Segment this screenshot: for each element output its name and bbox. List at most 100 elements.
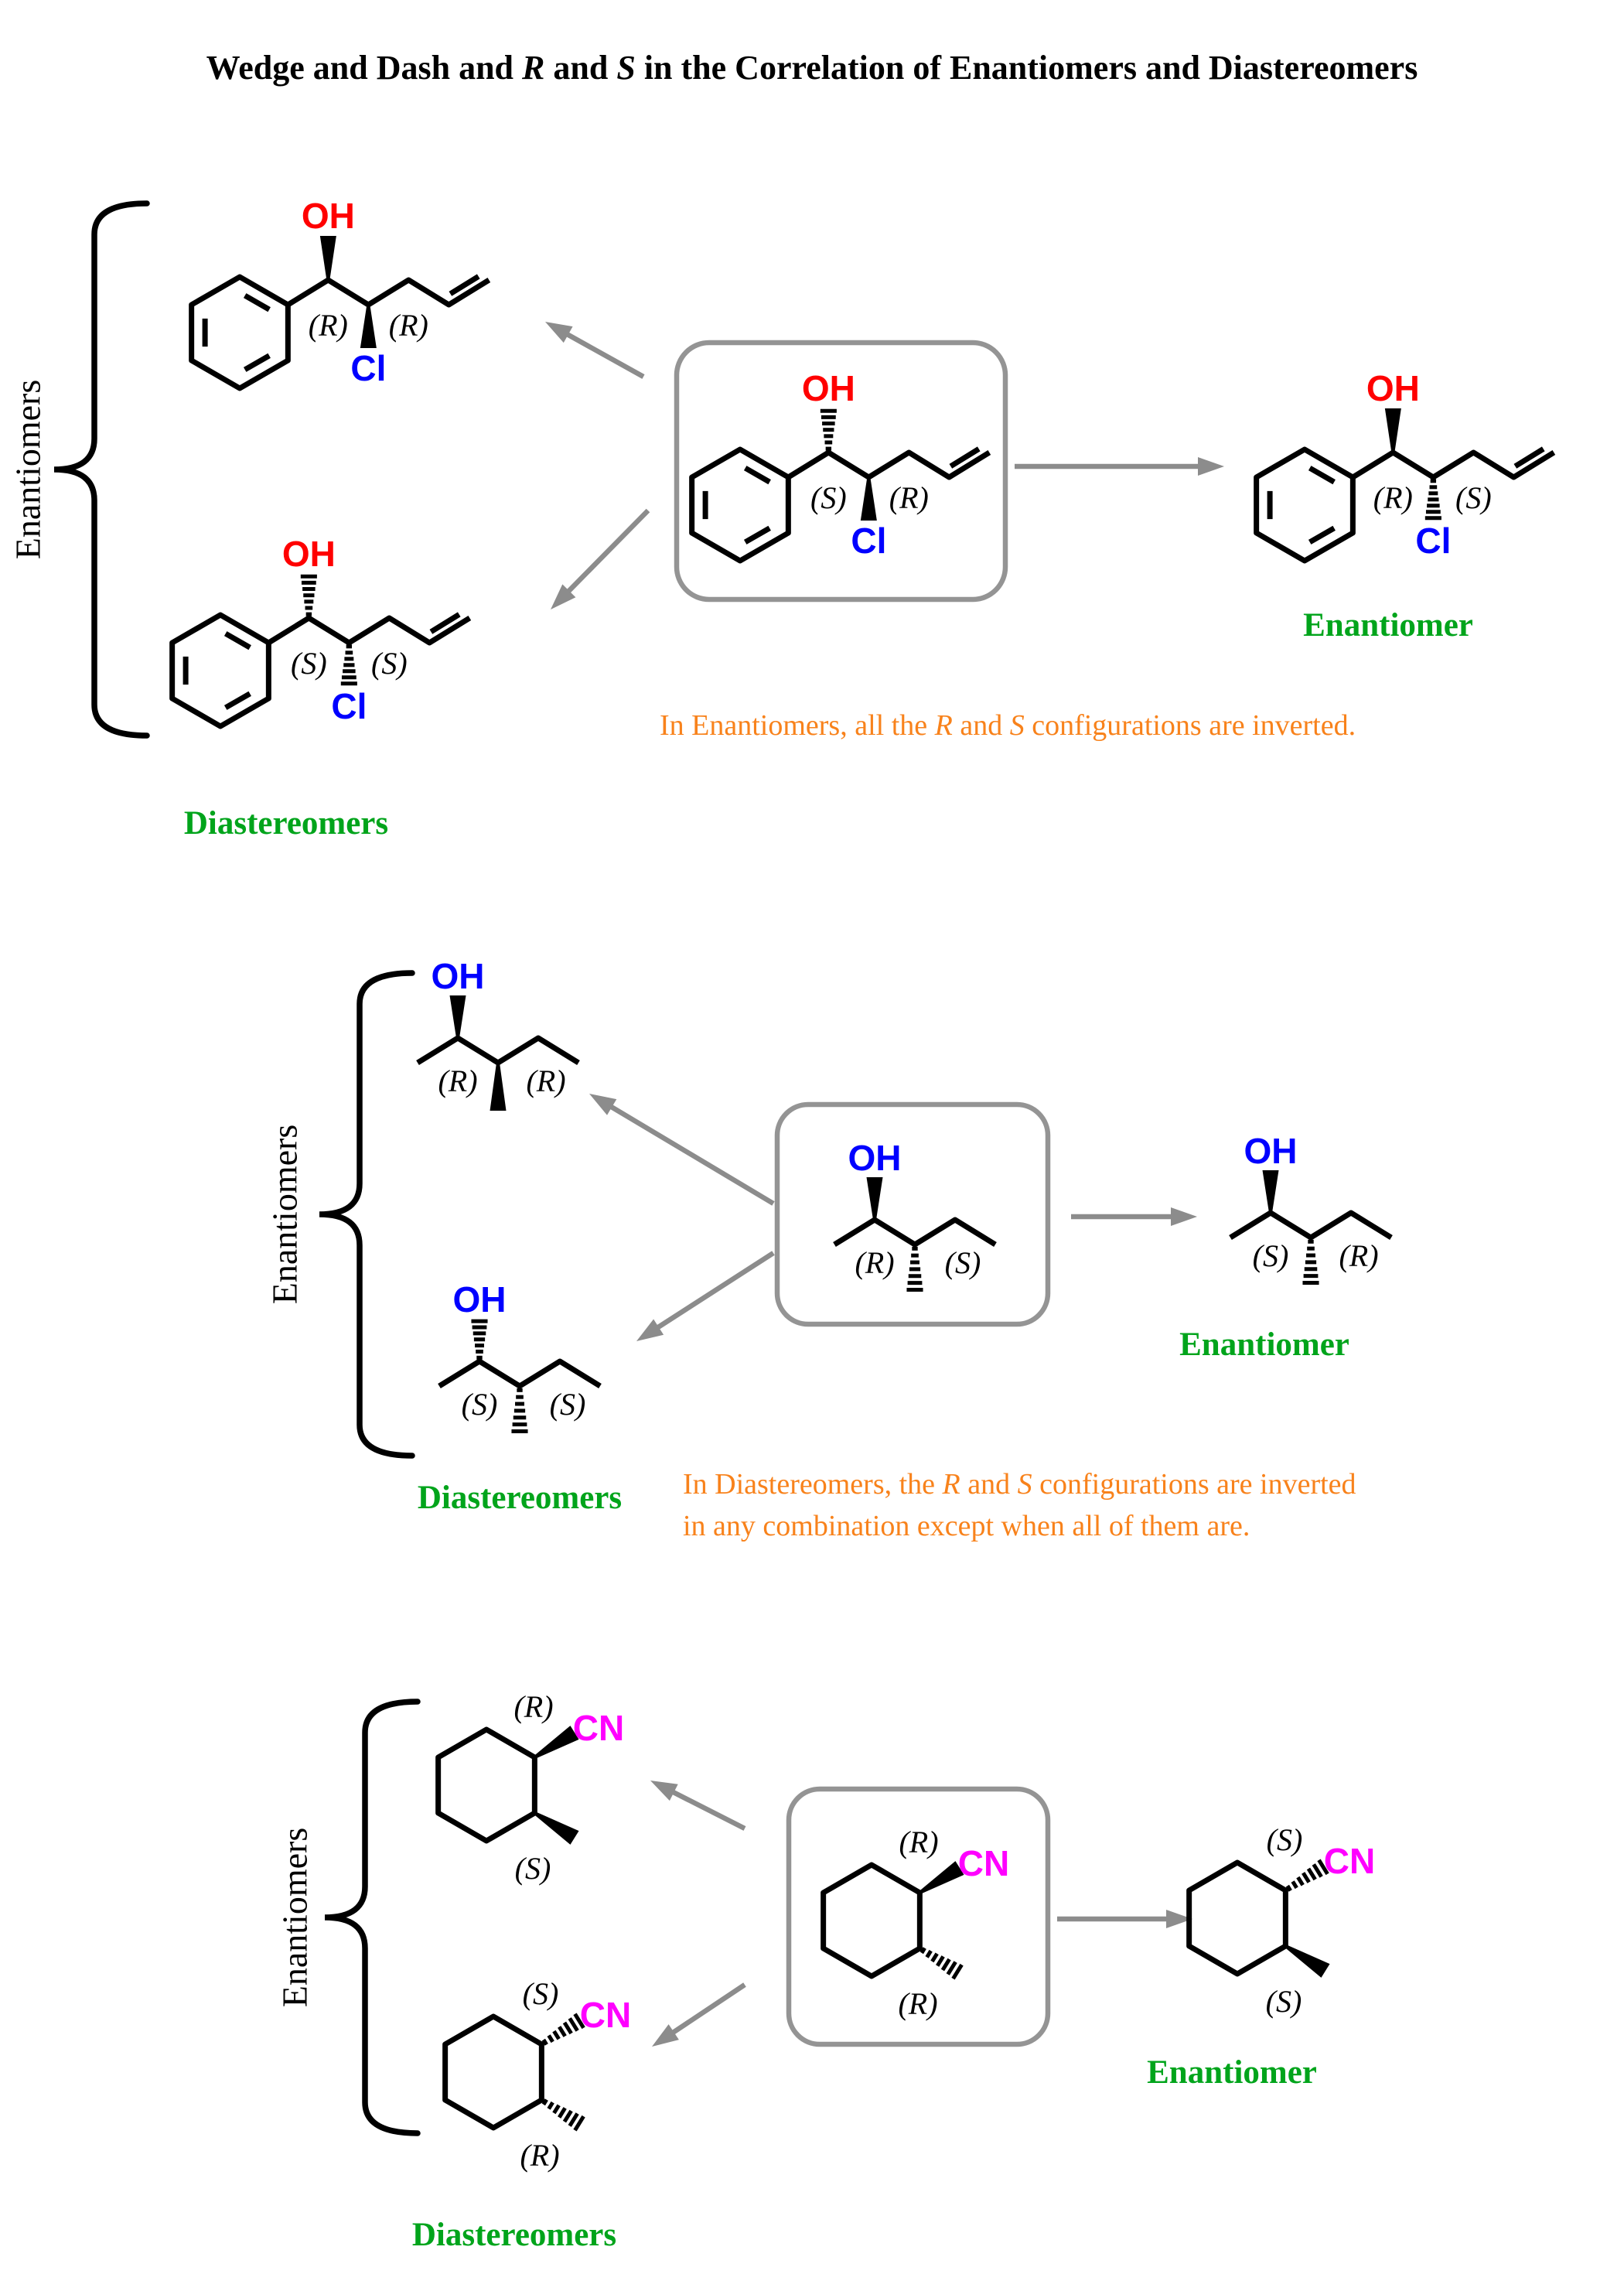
arrow-bottom-right <box>1057 1910 1192 1928</box>
stereo-label-left: (R) <box>438 1064 477 1098</box>
hashed-wedge <box>1424 479 1441 521</box>
aromatic-inner-bond <box>743 466 771 485</box>
hashed-wedge <box>1285 1859 1329 1892</box>
molecule-bottom-diastereomer-b: CN(S)(R) <box>442 1976 631 2173</box>
hashed-wedge <box>541 2098 585 2132</box>
molecule-middle-enantiomer: OH (S) (R) <box>1229 1131 1393 1285</box>
stereo-label-right: (R) <box>1339 1238 1378 1273</box>
enantiomer-label-top: Enantiomer <box>1303 607 1473 644</box>
arrow-middle-lower-left <box>636 1251 775 1341</box>
side-label-enantiomers-middle: Enantiomers <box>264 1124 305 1305</box>
enantiomers-brace-bottom <box>324 1699 421 2136</box>
stereo-label-bottom: (R) <box>898 1986 937 2021</box>
cyclohexane-ring <box>435 1726 537 1844</box>
cyclohexane-ring <box>821 1862 923 1979</box>
carbon-chain <box>1351 449 1556 480</box>
arrow-top-right <box>1015 457 1224 476</box>
stereo-label-right: (S) <box>371 646 408 681</box>
vinyl-double-bond <box>449 274 480 296</box>
note-enantiomers: In Enantiomers, all the R and S configur… <box>660 709 1356 742</box>
stereo-label-left: (S) <box>810 480 847 515</box>
note-diastereomers: In Diastereomers, the R and S configurat… <box>683 1468 1356 1542</box>
aromatic-inner-bond <box>1308 466 1336 485</box>
stereo-label-right: (R) <box>526 1064 565 1098</box>
aromatic-inner-bond <box>1308 525 1336 545</box>
parent-box-bottom <box>786 1786 1051 2047</box>
bold-wedge <box>1384 408 1401 452</box>
stereo-label-left: (R) <box>855 1245 894 1280</box>
cyclohexane-ring <box>1186 1859 1288 1977</box>
stereo-label-top: (R) <box>899 1825 938 1859</box>
stereo-label-right: (S) <box>550 1387 586 1422</box>
enantiomers-brace-middle <box>319 970 415 1459</box>
stereo-label-right: (R) <box>389 308 428 343</box>
cn-label: CN <box>958 1843 1009 1883</box>
side-label-enantiomers-top: Enantiomers <box>8 379 48 560</box>
stereo-label-left: (S) <box>291 646 327 681</box>
stereo-label-right: (S) <box>1455 480 1492 515</box>
molecule-middle-parent: OH(R)(S) <box>833 1138 997 1292</box>
stereo-label-right: (R) <box>889 480 929 515</box>
arrow-middle-right <box>1071 1207 1197 1226</box>
hashed-wedge <box>1302 1239 1319 1285</box>
carbon-chain <box>267 615 472 646</box>
stereo-label-left: (S) <box>462 1387 498 1422</box>
stereo-label-bottom: (S) <box>515 1851 551 1886</box>
cyclohexane-ring <box>442 2013 544 2131</box>
bold-wedge <box>534 1726 579 1759</box>
bold-wedge <box>1285 1945 1330 1978</box>
molecule-middle-diastereomer-a: OH (R) (R) <box>416 956 580 1111</box>
diastereomers-label-bottom: Diastereomers <box>411 2217 617 2253</box>
vinyl-double-bond <box>1513 446 1545 469</box>
enantiomer-label-middle: Enantiomer <box>1179 1326 1349 1363</box>
vinyl-double-bond <box>429 612 461 634</box>
stereo-label-left: (R) <box>309 308 348 343</box>
aromatic-inner-bond <box>223 631 251 650</box>
bold-wedge <box>490 1063 507 1111</box>
molecule-top-diastereomer-b: OH Cl(S) (S) <box>169 534 472 729</box>
arrow-bottom-upper-left <box>650 1781 746 1831</box>
molecule-bottom-enantiomer: CN(S)(S) <box>1186 1822 1375 2019</box>
diastereomers-label-middle: Diastereomers <box>417 1480 623 1516</box>
parent-box-top <box>674 340 1008 603</box>
enantiomers-brace-top <box>53 200 150 739</box>
bold-wedge <box>360 305 377 348</box>
carbon-chain <box>438 1358 602 1389</box>
bold-wedge <box>1262 1170 1279 1213</box>
stereo-label-bottom: (S) <box>1266 1984 1302 2019</box>
vinyl-double-bond <box>949 446 981 469</box>
stereo-label-left: (R) <box>1373 480 1413 515</box>
bold-wedge <box>866 1177 883 1220</box>
stereo-label-top: (R) <box>513 1689 553 1724</box>
bold-wedge <box>860 477 877 521</box>
bold-wedge <box>319 236 336 280</box>
oh-label: OH <box>432 956 485 996</box>
arrow-bottom-lower-left <box>652 1982 746 2047</box>
cl-label: Cl <box>350 348 386 388</box>
oh-label: OH <box>848 1138 902 1178</box>
oh-label: OH <box>1244 1131 1298 1171</box>
aromatic-inner-bond <box>243 353 271 372</box>
enantiomer-label-bottom: Enantiomer <box>1147 2054 1317 2091</box>
hashed-wedge <box>511 1388 528 1433</box>
molecule-middle-diastereomer-b: OH(S)(S) <box>438 1279 602 1433</box>
page-title: Wedge and Dash and R and S in the Correl… <box>206 49 1418 87</box>
carbon-chain <box>416 1035 580 1066</box>
aromatic-inner-bond <box>243 293 271 312</box>
stereo-label-left: (S) <box>1253 1238 1289 1273</box>
bold-wedge <box>534 1811 579 1845</box>
cl-label: Cl <box>331 686 367 726</box>
molecule-bottom-parent: CN (R) (R) <box>821 1825 1009 2021</box>
oh-label: OH <box>282 534 336 574</box>
carbon-chain <box>286 277 491 308</box>
cn-label: CN <box>573 1708 624 1748</box>
oh-label: OH <box>802 368 855 408</box>
carbon-chain <box>786 449 991 480</box>
arrow-middle-upper-left <box>589 1094 775 1206</box>
hashed-wedge <box>541 2013 585 2046</box>
hashed-wedge <box>471 1319 488 1360</box>
cn-label: CN <box>1324 1841 1375 1881</box>
